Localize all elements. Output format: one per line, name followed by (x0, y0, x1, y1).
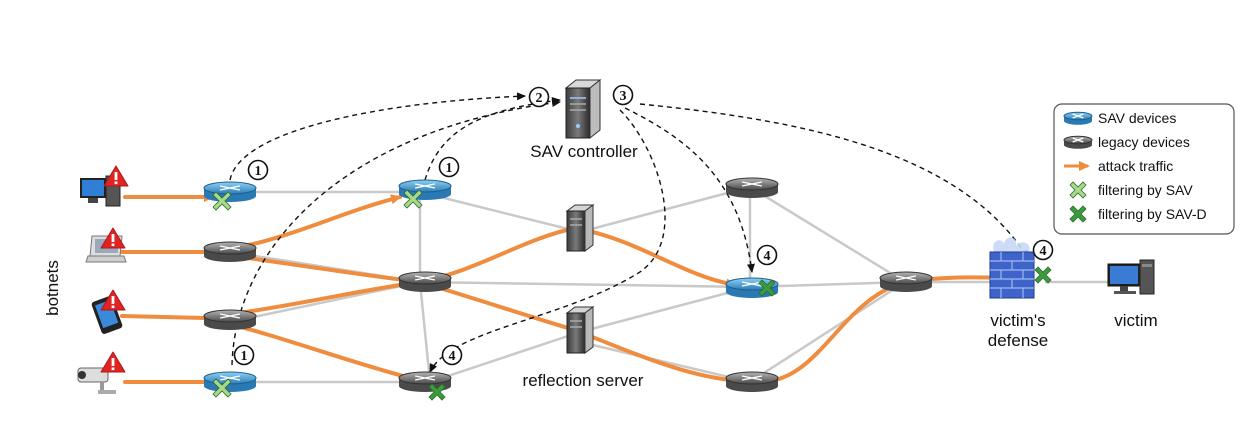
victims-defense-label-line2: defense (988, 331, 1049, 350)
legend-box (1053, 103, 1235, 235)
step-marker-four: 4 (756, 244, 778, 266)
alert-icon (100, 227, 126, 249)
step-marker-four: 4 (441, 344, 463, 366)
victim-label: victim (1114, 311, 1157, 330)
alert-icon (100, 351, 126, 373)
svg-text:2: 2 (536, 91, 543, 106)
routers (203, 177, 1052, 401)
legend-item: filtering by SAV-D (1069, 205, 1207, 223)
legend-label: SAV devices (1098, 110, 1176, 126)
dark-green-x-icon (1069, 205, 1087, 223)
legacy-router-icon (203, 241, 257, 262)
legend-label: filtering by SAV-D (1098, 206, 1207, 222)
step-marker-three: 3 (612, 84, 634, 106)
control-links (229, 92, 1029, 373)
legacy-router-icon (398, 271, 452, 292)
botnets-label: botnets (43, 260, 62, 316)
svg-text:3: 3 (620, 89, 627, 104)
filter-sav-icon (212, 378, 232, 398)
sav-router-icon (1063, 111, 1093, 125)
svg-text:1: 1 (446, 161, 453, 176)
legacy-router-icon (1063, 135, 1093, 149)
legacy-router-icon (879, 271, 933, 292)
legacy-router-icon (725, 177, 779, 198)
svg-text:4: 4 (764, 249, 771, 264)
network-links (229, 185, 1115, 384)
legend-item: attack traffic (1064, 158, 1173, 174)
svg-text:1: 1 (255, 164, 262, 179)
reflection-server-label: reflection server (523, 371, 644, 390)
victims-defense-label-line1: victim's (990, 311, 1045, 330)
step-marker-four: 4 (1032, 239, 1054, 261)
legend-label: attack traffic (1098, 158, 1173, 174)
filter-sav-d-icon (428, 383, 446, 401)
filter-sav-d-icon (1034, 266, 1052, 284)
step-markers: 1 1 1 2 3 4 4 4 (233, 84, 1054, 366)
legend: SAV devices legacy devices attack traffic f… (1053, 103, 1235, 235)
alerts (100, 165, 129, 373)
filter-sav-icon (403, 189, 423, 209)
svg-text:1: 1 (241, 349, 248, 364)
camera-bot-icon (77, 367, 116, 394)
step-marker-one: 1 (233, 344, 255, 366)
filter-sav-d-icon (758, 279, 776, 297)
legend-item: SAV devices (1063, 110, 1176, 126)
legend-item: filtering by SAV (1069, 181, 1193, 199)
svg-text:4: 4 (449, 349, 456, 364)
filter-sav-icon (212, 191, 232, 211)
victim-computer-icon (1107, 259, 1155, 295)
legend-label: filtering by SAV (1098, 182, 1193, 198)
legend-item: legacy devices (1063, 134, 1190, 150)
alert-icon (103, 165, 129, 187)
light-green-x-icon (1069, 181, 1087, 199)
reflection-server-icon (565, 306, 595, 354)
firewall-icon (989, 237, 1035, 299)
step-marker-one: 1 (247, 159, 269, 181)
sav-router-icon (203, 181, 257, 202)
legend-label: legacy devices (1098, 134, 1190, 150)
legacy-router-icon (203, 309, 257, 330)
svg-text:4: 4 (1040, 244, 1047, 259)
alert-icon (100, 289, 126, 311)
server-icon (565, 204, 595, 252)
step-marker-two: 2 (528, 86, 550, 108)
step-marker-one: 1 (438, 156, 460, 178)
sav-controller-icon (564, 78, 602, 140)
legacy-router-icon (725, 371, 779, 392)
sav-controller-label: SAV controller (530, 142, 638, 161)
